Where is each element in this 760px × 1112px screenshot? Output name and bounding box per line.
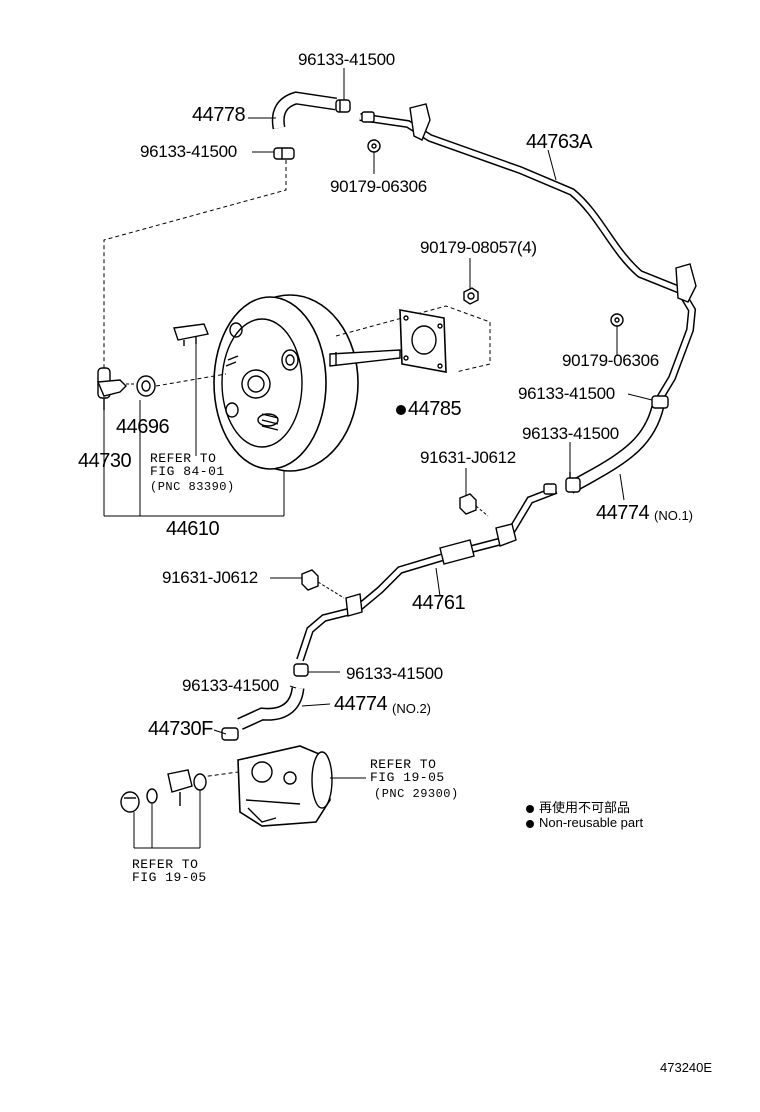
label-96133-41500-right1: 96133-41500 (518, 384, 615, 403)
label-44761: 44761 (412, 592, 466, 614)
label-96133-41500-mid-right: 96133-41500 (346, 664, 443, 683)
nut-90179-08057 (464, 288, 478, 304)
clamp-96133-left (274, 148, 294, 159)
label-no2: (NO.2) (392, 701, 431, 716)
dashed-leader-grommet (156, 374, 226, 386)
label-44785-row: 44785 (396, 398, 462, 421)
label-96133-41500-left: 96133-41500 (140, 142, 237, 161)
label-96133-41500-top: 96133-41500 (298, 50, 395, 69)
bolt-union (121, 792, 139, 812)
clamp-96133-right1 (652, 396, 668, 408)
vacuum-pump (238, 746, 332, 826)
clamp-96133-top (336, 100, 350, 112)
non-reusable-marker-icon (526, 804, 534, 813)
non-reusable-marker-icon (526, 819, 534, 828)
clamp-96133-mid-left (222, 728, 238, 740)
pipe-44763A (360, 104, 696, 398)
brake-booster-44610 (214, 295, 400, 471)
clip-90179-06306-top (368, 140, 380, 152)
sensor-connector (174, 324, 208, 346)
label-90179-06306-right: 90179-06306 (562, 351, 659, 370)
leader-union (134, 790, 200, 848)
check-valve-44730 (98, 368, 126, 410)
label-91631-j0612-left: 91631-J0612 (162, 568, 258, 587)
label-90179-06306-top: 90179-06306 (330, 177, 427, 196)
gasket-44785 (336, 306, 490, 372)
diagram-id: 473240E (660, 1060, 713, 1075)
grommet-44696 (126, 376, 155, 396)
pipe-44761 (300, 484, 556, 660)
ref-fig-19-05-bottom-line2: FIG 19-05 (132, 870, 207, 885)
leader-lines (214, 68, 652, 778)
label-44778: 44778 (192, 104, 246, 126)
clamp-96133-mid-right (294, 664, 308, 676)
hose-44778 (278, 98, 336, 128)
ref-fig-19-05-right-line3: (PNC 29300) (374, 787, 459, 801)
ref-fig-19-05-bottom-line1: REFER TO (132, 857, 199, 872)
label-44774-no1: 44774 (596, 502, 650, 524)
legend-jp: 再使用不可部品 (539, 800, 631, 815)
dashed-leader (104, 160, 286, 368)
washer-union-1 (147, 789, 157, 803)
ref-fig-19-05-right-line1: REFER TO (370, 757, 437, 772)
hose-44774-no1 (570, 406, 658, 488)
label-91631-j0612-right: 91631-J0612 (420, 448, 516, 467)
label-44730F: 44730F (148, 718, 213, 740)
label-90179-08057: 90179-08057(4) (420, 238, 537, 257)
clamp-96133-right2 (566, 472, 580, 492)
ref-fig-84-01-line2: FIG 84-01 (150, 464, 225, 479)
label-no1: (NO.1) (654, 508, 693, 523)
legend-jp-row: 再使用不可部品 (526, 797, 630, 816)
union-44730F (168, 770, 192, 806)
label-44696: 44696 (116, 416, 170, 438)
label-44610: 44610 (166, 518, 220, 540)
ref-fig-84-01-line1: REFER TO (150, 451, 217, 466)
bolt-91631-left (302, 570, 344, 598)
label-44730: 44730 (78, 450, 132, 472)
washer-union-2 (194, 774, 206, 790)
clip-90179-06306-right (611, 314, 623, 326)
label-44785: 44785 (408, 398, 462, 420)
hose-44774-no2 (240, 688, 298, 724)
ref-fig-19-05-right-line2: FIG 19-05 (370, 770, 445, 785)
bolt-91631-right (460, 494, 488, 516)
legend-en-row: Non-reusable part (526, 815, 643, 830)
label-44774-no2: 44774 (334, 693, 388, 715)
leader-booster-group (104, 344, 284, 516)
label-96133-41500-right2: 96133-41500 (522, 424, 619, 443)
legend-en: Non-reusable part (539, 815, 644, 830)
non-reusable-marker-icon (396, 404, 406, 415)
label-44763A: 44763A (526, 131, 592, 153)
ref-fig-84-01-line3: (PNC 83390) (150, 480, 235, 494)
label-96133-41500-mid-left: 96133-41500 (182, 676, 279, 695)
